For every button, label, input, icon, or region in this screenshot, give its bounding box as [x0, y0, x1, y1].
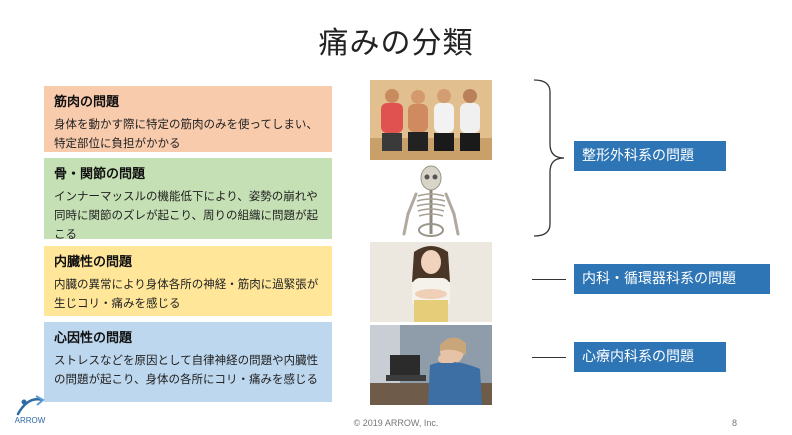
muscle-problem-box: 筋肉の問題 身体を動かす際に特定の筋肉のみを使ってしまい、特定部位に負担がかかる: [44, 86, 332, 152]
page-number: 8: [732, 418, 738, 428]
arrow-logo-icon: [16, 395, 45, 416]
orthopedic-category-label: 整形外科系の問題: [574, 141, 726, 171]
box-body: インナーマッスルの機能低下により、姿勢の崩れや同時に関節のズレが起こり、周りの組…: [54, 189, 319, 241]
copyright-footer: © 2019 ARROW, Inc.: [353, 418, 439, 428]
muscular-men-photo: [370, 80, 492, 160]
psychosomatic-category-label: 心療内科系の問題: [574, 342, 726, 372]
skeleton-image: [370, 164, 492, 238]
box-body: 内臓の異常により身体各所の神経・筋肉に過緊張が生じコリ・痛みを感じる: [54, 277, 319, 310]
connector-line-psychosomatic: [532, 357, 566, 358]
psychogenic-problem-box: 心因性の問題 ストレスなどを原因として自律神経の問題や内臓性の問題が起こり、身体…: [44, 322, 332, 402]
stomach-pain-woman-photo: [370, 242, 492, 322]
logo-wordmark: ARROW: [14, 416, 46, 425]
box-heading: 心因性の問題: [54, 331, 133, 346]
stressed-person-photo: [370, 325, 492, 405]
box-body: 身体を動かす際に特定の筋肉のみを使ってしまい、特定部位に負担がかかる: [54, 117, 318, 150]
box-heading: 骨・関節の問題: [54, 167, 146, 182]
right-curly-brace: [530, 78, 570, 244]
visceral-problem-box: 内臓性の問題 内臓の異常により身体各所の神経・筋肉に過緊張が生じコリ・痛みを感じ…: [44, 246, 332, 316]
box-body: ストレスなどを原因として自律神経の問題や内臓性の問題が起こり、身体の各所にコリ・…: [54, 353, 319, 386]
internal-medicine-category-label: 内科・循環器科系の問題: [574, 264, 770, 294]
connector-line-internal: [532, 279, 566, 280]
box-heading: 筋肉の問題: [54, 95, 120, 110]
slide-title: 痛みの分類: [318, 26, 474, 61]
box-heading: 内臓性の問題: [54, 255, 133, 270]
arrow-logo: ARROW: [8, 394, 52, 432]
bone-joint-problem-box: 骨・関節の問題 インナーマッスルの機能低下により、姿勢の崩れや同時に関節のズレが…: [44, 158, 332, 241]
